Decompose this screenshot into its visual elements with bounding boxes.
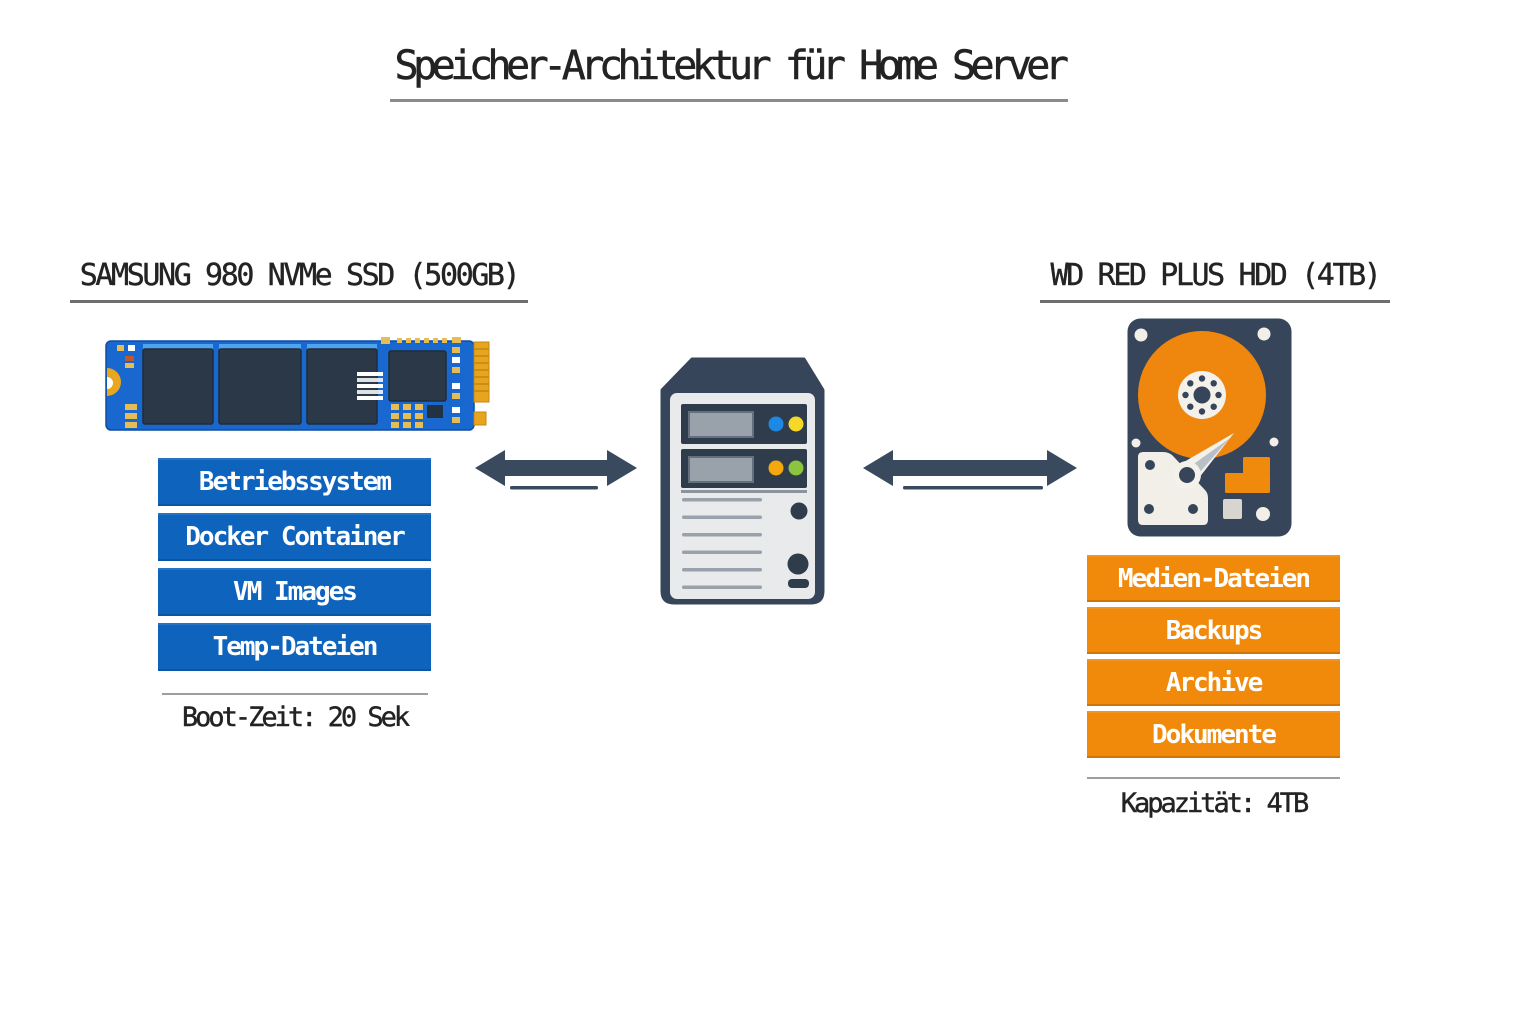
bidirectional-arrow-right-icon — [863, 450, 1077, 490]
led-yellow — [788, 416, 804, 432]
ssd-partition-list: Betriebssystem Docker Container VM Image… — [158, 458, 431, 678]
hdd-partition-list: Medien-Dateien Backups Archive Dokumente — [1087, 555, 1340, 763]
led-green — [788, 460, 804, 476]
ssd-partition-betriebssystem: Betriebssystem — [158, 458, 431, 506]
server-icon — [660, 357, 825, 605]
title-divider — [390, 99, 1068, 102]
hdd-partition-backups: Backups — [1087, 607, 1340, 654]
hdd-icon — [1127, 318, 1292, 537]
ssd-partition-vm-images: VM Images — [158, 568, 431, 616]
ssd-partition-temp-dateien: Temp-Dateien — [158, 623, 431, 671]
bidirectional-arrow-left-icon — [475, 450, 637, 490]
ssd-heading: SAMSUNG 980 NVMe SSD (500GB) — [79, 258, 521, 293]
capacity-label: Kapazität: 4TB — [1120, 788, 1310, 819]
led-blue — [768, 416, 784, 432]
nvme-ssd-icon — [105, 337, 490, 431]
hdd-heading: WD RED PLUS HDD (4TB) — [1050, 258, 1382, 293]
hdd-heading-divider — [1040, 300, 1390, 303]
hdd-footnote-divider — [1087, 777, 1340, 779]
ssd-heading-divider — [70, 300, 528, 303]
ssd-partition-docker-container: Docker Container — [158, 513, 431, 561]
led-amber — [768, 460, 784, 476]
boot-time-label: Boot-Zeit: 20 Sek — [181, 702, 411, 733]
hdd-partition-dokumente: Dokumente — [1087, 711, 1340, 758]
hdd-partition-archive: Archive — [1087, 659, 1340, 706]
page-title: Speicher-Architektur für Home Server — [394, 43, 1069, 90]
hdd-partition-medien-dateien: Medien-Dateien — [1087, 555, 1340, 602]
ssd-footnote-divider — [162, 693, 428, 695]
title-block: Speicher-Architektur für Home Server — [346, 42, 1112, 102]
